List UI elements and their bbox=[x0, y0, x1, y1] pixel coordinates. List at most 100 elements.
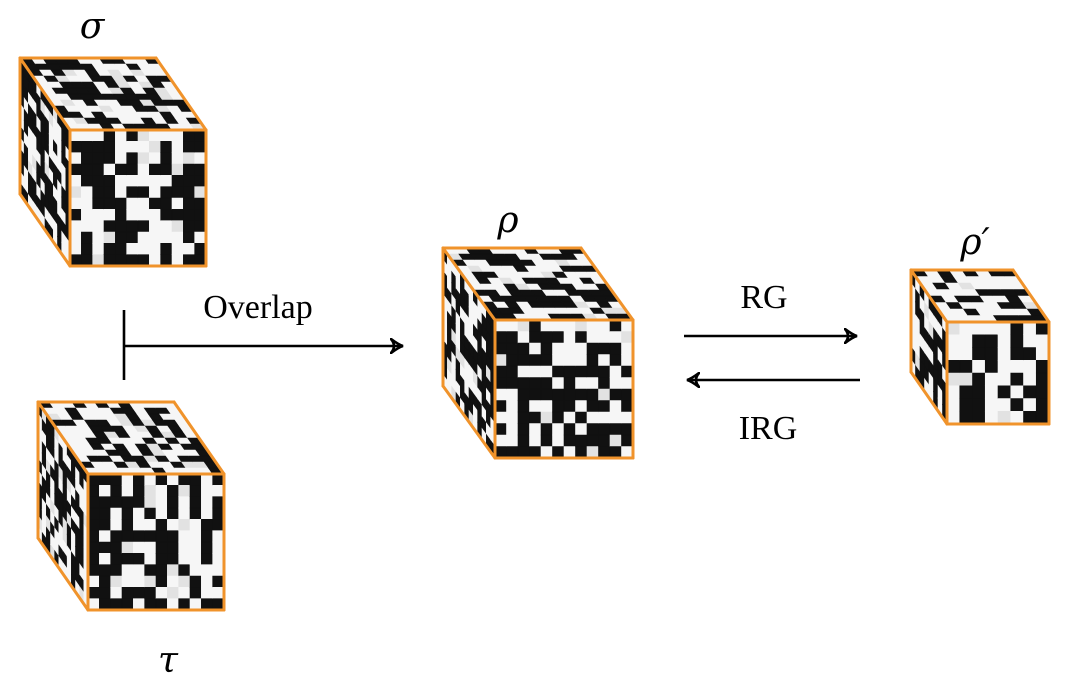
lattice-cell bbox=[167, 519, 179, 531]
lattice-cell bbox=[212, 575, 225, 588]
lattice-cell bbox=[115, 186, 127, 199]
lattice-cell bbox=[201, 575, 213, 588]
lattice-cell bbox=[160, 197, 173, 210]
rho-prime-label: ρ′ bbox=[959, 222, 989, 263]
lattice-cell bbox=[621, 331, 634, 344]
lattice-cell bbox=[575, 342, 588, 355]
lattice-cell bbox=[126, 220, 139, 233]
lattice-cell bbox=[212, 530, 225, 543]
lattice-cell bbox=[1035, 334, 1050, 348]
lattice-cell bbox=[1010, 359, 1024, 374]
lattice-cell bbox=[997, 347, 1012, 361]
lattice-cell bbox=[92, 254, 105, 267]
lattice-cell bbox=[194, 175, 207, 187]
lattice-cell bbox=[997, 385, 1012, 399]
lattice-cell bbox=[517, 400, 530, 413]
lattice-cell bbox=[126, 175, 139, 187]
lattice-cell bbox=[984, 359, 999, 374]
lattice-cell bbox=[87, 564, 100, 577]
lattice-cell bbox=[575, 411, 588, 424]
lattice-cell bbox=[540, 400, 553, 413]
lattice-cell bbox=[133, 473, 145, 486]
lattice-cell bbox=[598, 377, 611, 390]
lattice-cell bbox=[201, 530, 213, 543]
lattice-cell bbox=[517, 354, 530, 367]
lattice-cell bbox=[81, 209, 93, 221]
lattice-cell bbox=[178, 507, 191, 520]
lattice-cell bbox=[598, 388, 611, 401]
lattice-cell bbox=[540, 434, 553, 447]
lattice-cell bbox=[189, 519, 202, 531]
lattice-cell bbox=[81, 243, 93, 255]
lattice-cell bbox=[997, 359, 1012, 374]
lattice-cell bbox=[598, 331, 611, 344]
lattice-cell bbox=[598, 411, 611, 424]
lattice-cell bbox=[121, 519, 134, 531]
lattice-cell bbox=[563, 331, 576, 344]
lattice-cell bbox=[540, 354, 553, 367]
lattice-cell bbox=[506, 423, 519, 436]
lattice-cell bbox=[586, 331, 599, 344]
lattice-cell bbox=[110, 575, 123, 588]
tau-cube bbox=[36, 400, 226, 612]
lattice-cell bbox=[81, 220, 93, 233]
lattice-cell bbox=[984, 347, 999, 361]
lattice-cell bbox=[212, 496, 225, 509]
lattice-cell bbox=[183, 186, 195, 199]
lattice-cell bbox=[946, 385, 961, 399]
lattice-cell bbox=[126, 152, 139, 165]
lattice-cell bbox=[946, 334, 961, 348]
lattice-cell bbox=[517, 388, 530, 401]
lattice-cell bbox=[69, 129, 82, 142]
lattice-cell bbox=[155, 473, 168, 486]
lattice-cell bbox=[972, 359, 986, 374]
lattice-cell bbox=[506, 411, 519, 424]
lattice-cell bbox=[212, 485, 225, 497]
lattice-cell bbox=[1035, 359, 1050, 374]
lattice-cell bbox=[121, 553, 134, 565]
lattice-cell bbox=[189, 564, 202, 577]
lattice-cell bbox=[133, 575, 145, 588]
lattice-cell bbox=[149, 220, 161, 233]
lattice-cell bbox=[201, 587, 213, 599]
cube-edge bbox=[909, 370, 949, 426]
lattice-cell bbox=[552, 319, 565, 332]
lattice-cell bbox=[984, 410, 999, 425]
lattice-cell bbox=[540, 423, 553, 436]
lattice-cell bbox=[189, 575, 202, 588]
lattice-cell bbox=[609, 319, 622, 332]
lattice-cell bbox=[92, 243, 105, 255]
lattice-cell bbox=[609, 411, 622, 424]
lattice-cell bbox=[126, 197, 139, 210]
lattice-cell bbox=[997, 372, 1012, 387]
lattice-cell bbox=[171, 197, 184, 210]
lattice-cell bbox=[121, 530, 134, 543]
lattice-cell bbox=[103, 152, 116, 165]
lattice-cell bbox=[149, 129, 161, 142]
lattice-cell bbox=[586, 377, 599, 390]
sigma-cube bbox=[18, 56, 208, 268]
lattice-cell bbox=[609, 388, 622, 401]
cube-edge bbox=[1011, 268, 1051, 324]
lattice-cell bbox=[575, 365, 588, 378]
lattice-cell bbox=[126, 186, 139, 199]
lattice-cell bbox=[103, 254, 116, 267]
lattice-cell bbox=[103, 231, 116, 244]
lattice-cell bbox=[103, 141, 116, 153]
lattice-cell bbox=[160, 231, 173, 244]
lattice-cell bbox=[609, 423, 622, 436]
lattice-cell bbox=[110, 519, 123, 531]
lattice-cell bbox=[563, 365, 576, 378]
lattice-cell bbox=[1023, 321, 1037, 336]
lattice-cell bbox=[586, 388, 599, 401]
lattice-cell bbox=[149, 197, 161, 210]
lattice-cell bbox=[201, 507, 213, 520]
lattice-cell bbox=[563, 319, 576, 332]
lattice-cell bbox=[183, 243, 195, 255]
lattice-cell bbox=[178, 564, 191, 577]
lattice-cell bbox=[81, 175, 93, 187]
lattice-cell bbox=[529, 377, 542, 390]
lattice-cell bbox=[178, 598, 191, 611]
lattice-cell bbox=[212, 519, 225, 531]
lattice-cell bbox=[586, 342, 599, 355]
